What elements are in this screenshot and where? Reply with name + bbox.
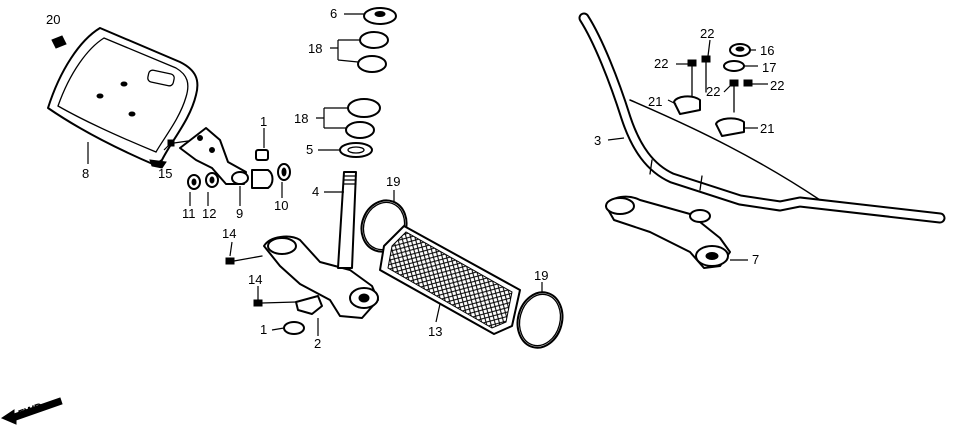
race-5 xyxy=(339,142,373,158)
grommet-11 xyxy=(187,174,201,190)
label-17: 17 xyxy=(762,60,776,75)
label-3: 3 xyxy=(594,133,601,148)
label-20: 20 xyxy=(46,12,60,27)
bearing-18-top xyxy=(357,31,389,73)
label-18-bottom: 18 xyxy=(294,111,308,126)
label-2: 2 xyxy=(314,336,321,351)
label-11: 11 xyxy=(182,206,196,221)
cap-16 xyxy=(729,43,751,57)
grommet-12 xyxy=(205,172,219,188)
leader-lines xyxy=(87,13,768,336)
top-bridge-7 xyxy=(605,195,731,269)
label-22-a: 22 xyxy=(654,56,668,71)
nut-1-bottom xyxy=(283,321,305,335)
label-9: 9 xyxy=(236,206,243,221)
collar-9 xyxy=(231,169,274,189)
label-16: 16 xyxy=(760,43,774,58)
label-8: 8 xyxy=(82,166,89,181)
label-1-top: 1 xyxy=(260,114,267,129)
clamp-2 xyxy=(295,295,323,315)
bolt-14-bottom xyxy=(253,299,297,307)
steering-stem-4 xyxy=(337,171,357,269)
number-plate xyxy=(47,27,199,169)
label-19-right: 19 xyxy=(534,268,548,283)
label-14-top: 14 xyxy=(222,226,236,241)
label-12: 12 xyxy=(202,206,216,221)
nut-22-d xyxy=(743,79,753,87)
nut-6 xyxy=(363,7,397,25)
label-13: 13 xyxy=(428,324,442,339)
label-10: 10 xyxy=(274,198,288,213)
label-18-top: 18 xyxy=(308,41,322,56)
nut-1-top xyxy=(255,149,269,161)
label-4: 4 xyxy=(312,184,319,199)
bottom-bridge xyxy=(263,235,379,319)
fwd-arrow xyxy=(0,397,63,425)
holder-21-top xyxy=(673,95,701,115)
bolt-22-c xyxy=(729,79,739,113)
bolt-15 xyxy=(167,139,189,147)
grille-13 xyxy=(379,225,521,335)
label-22-b: 22 xyxy=(700,26,714,41)
bolt-14-top xyxy=(225,255,263,265)
bolt-22-a xyxy=(687,59,697,97)
label-22-c: 22 xyxy=(706,84,720,99)
fwd-label: FWD xyxy=(17,401,45,421)
bearing-18-bottom xyxy=(345,98,381,139)
screw-20 xyxy=(51,35,67,49)
label-6: 6 xyxy=(330,6,337,21)
label-14-bottom: 14 xyxy=(248,272,262,287)
label-22-d: 22 xyxy=(770,78,784,93)
handlebar-3 xyxy=(578,12,946,224)
o-ring-19-right xyxy=(516,291,564,349)
label-19-left: 19 xyxy=(386,174,400,189)
bolt-22-b xyxy=(701,55,711,93)
washer-17 xyxy=(723,60,745,72)
part-labels: 20 8 15 11 12 9 10 1 14 14 1 2 6 18 18 5… xyxy=(17,6,785,421)
holder-21-bottom xyxy=(715,117,745,137)
label-1-bottom: 1 xyxy=(260,322,267,337)
label-21-bottom: 21 xyxy=(760,121,774,136)
grommet-10 xyxy=(277,163,291,181)
label-5: 5 xyxy=(306,142,313,157)
label-7: 7 xyxy=(752,252,759,267)
label-21-top: 21 xyxy=(648,94,662,109)
label-15: 15 xyxy=(158,166,172,181)
